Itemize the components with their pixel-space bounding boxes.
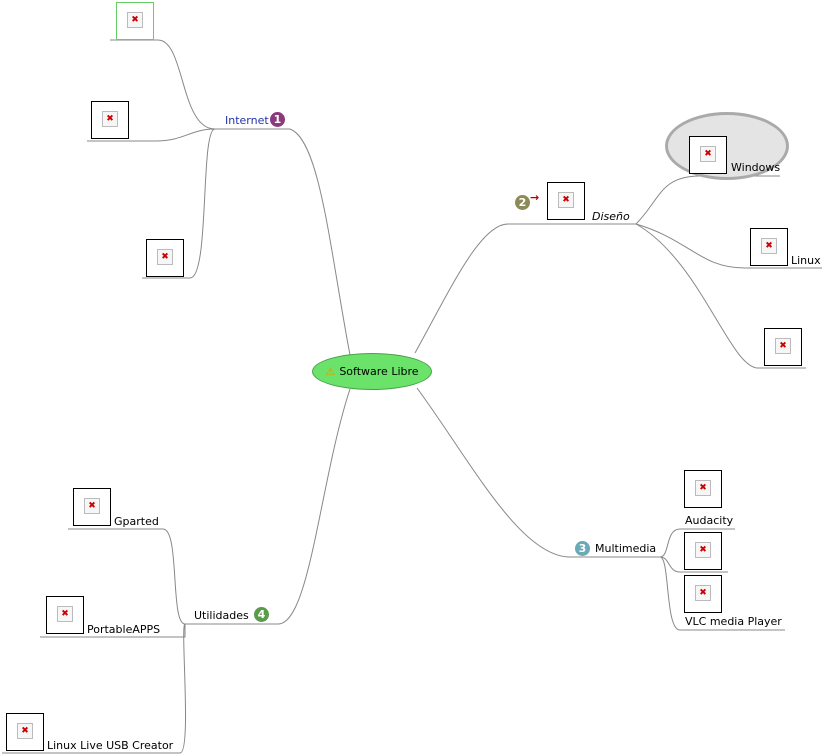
node-linux[interactable]: Linux — [791, 254, 821, 267]
node-utilidades[interactable]: Utilidades — [194, 609, 249, 622]
broken-image[interactable] — [684, 575, 722, 613]
root-node[interactable]: ⚠Software Libre — [312, 353, 432, 390]
broken-image[interactable] — [750, 228, 788, 266]
priority-1-icon: 1 — [270, 112, 285, 127]
broken-image[interactable] — [91, 101, 129, 139]
node-vlc[interactable]: VLC media Player — [685, 615, 782, 628]
node-windows[interactable]: Windows — [731, 161, 781, 174]
arrow-right-icon: → — [530, 191, 540, 204]
priority-3-icon: 3 — [575, 541, 590, 556]
cloud-node-windows[interactable] — [665, 112, 789, 180]
priority-4-icon: 4 — [254, 607, 269, 622]
broken-image[interactable] — [6, 713, 44, 751]
node-gparted[interactable]: Gparted — [114, 515, 159, 528]
node-linux-live-usb[interactable]: Linux Live USB Creator — [47, 739, 174, 752]
broken-image[interactable] — [547, 182, 585, 220]
node-internet[interactable]: Internet — [225, 114, 269, 127]
broken-image[interactable] — [116, 2, 154, 40]
broken-image[interactable] — [684, 532, 722, 570]
broken-image[interactable] — [689, 136, 727, 174]
broken-image[interactable] — [764, 328, 802, 366]
node-portableapps[interactable]: PortableAPPS — [87, 623, 161, 636]
node-diseno[interactable]: Diseño — [592, 210, 630, 223]
node-multimedia[interactable]: Multimedia — [595, 542, 657, 555]
broken-image[interactable] — [46, 596, 84, 634]
broken-image[interactable] — [684, 470, 722, 508]
broken-image[interactable] — [146, 239, 184, 277]
warning-icon: ⚠ — [325, 365, 336, 378]
priority-2-icon: 2 — [515, 195, 530, 210]
node-audacity[interactable]: Audacity — [685, 514, 734, 527]
broken-image[interactable] — [73, 488, 111, 526]
